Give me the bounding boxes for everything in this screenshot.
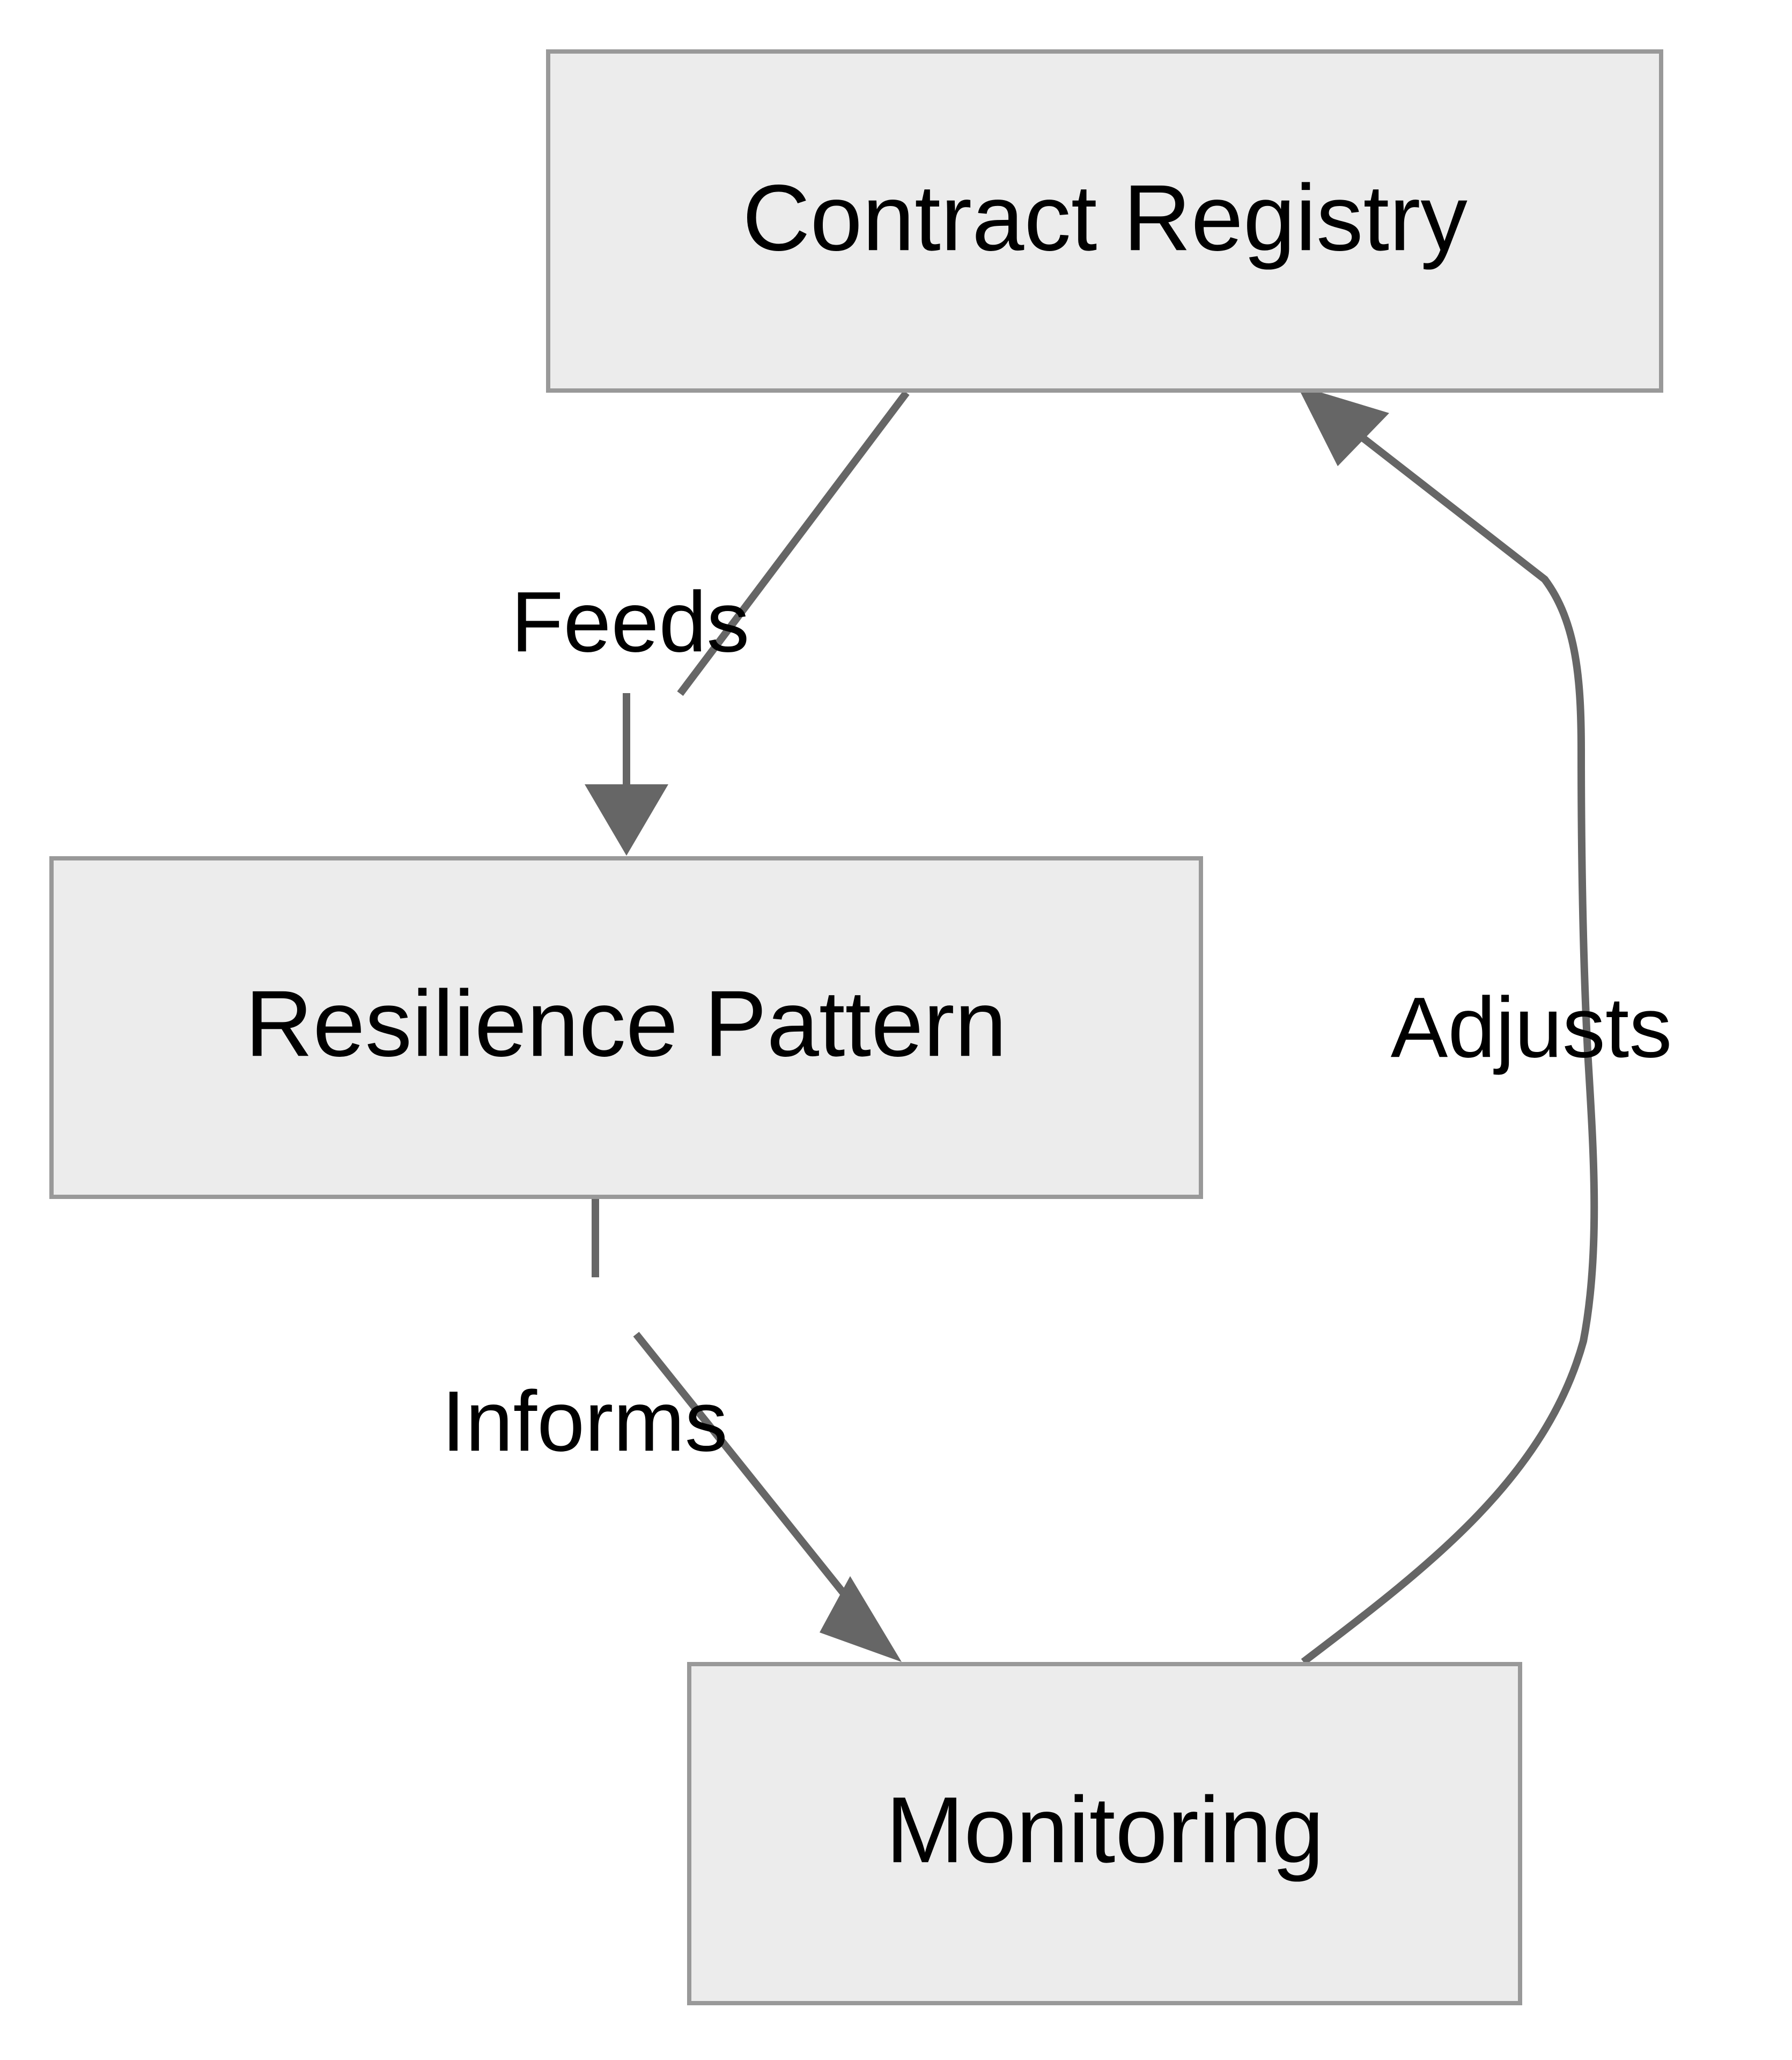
node-resilience-pattern-label: Resilience Pattern [245, 972, 1007, 1076]
edge-feeds-segment-diagonal [677, 390, 910, 696]
edge-informs[interactable] [592, 1199, 902, 1662]
edge-adjusts-label: Adjusts [1391, 979, 1672, 1075]
edge-feeds-arrowhead-icon [585, 784, 668, 856]
edge-feeds-label: Feeds [511, 573, 750, 670]
node-resilience-pattern-box [49, 856, 1203, 1199]
node-monitoring-box [687, 1662, 1522, 2005]
edge-informs-segment-diagonal [633, 1331, 859, 1612]
edge-adjusts[interactable] [1297, 385, 1598, 1665]
node-contract-registry-label: Contract Registry [742, 166, 1467, 270]
node-resilience-pattern[interactable]: Resilience Pattern [49, 856, 1203, 1199]
node-monitoring[interactable]: Monitoring [687, 1662, 1522, 2005]
edge-adjusts-segment-curve [1301, 426, 1598, 1665]
edge-informs-label: Informs [441, 1373, 727, 1469]
node-contract-registry-box [546, 49, 1663, 393]
edge-informs-arrowhead-icon [820, 1576, 902, 1662]
edge-adjusts-arrowhead-icon [1297, 385, 1389, 466]
edge-feeds[interactable] [585, 390, 910, 856]
node-monitoring-label: Monitoring [886, 1778, 1324, 1882]
node-contract-registry[interactable]: Contract Registry [546, 49, 1663, 393]
